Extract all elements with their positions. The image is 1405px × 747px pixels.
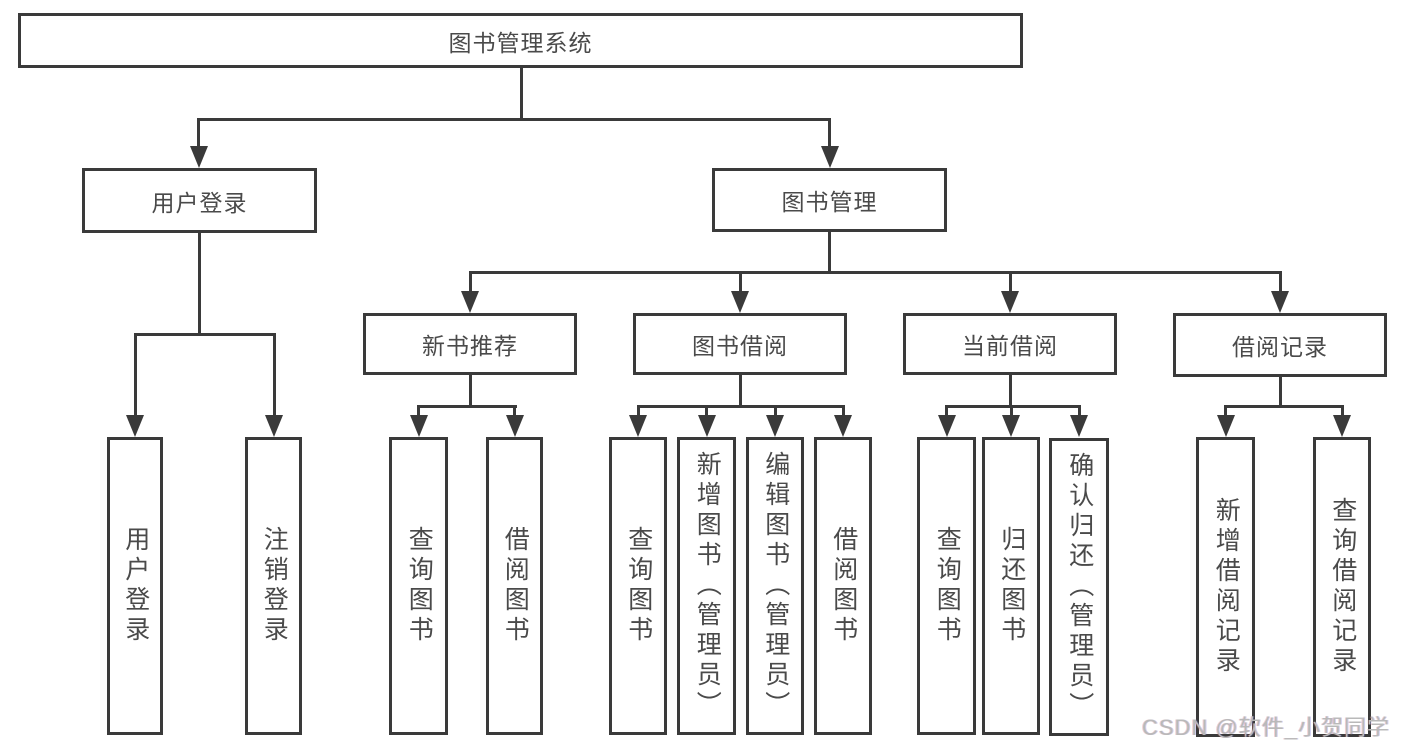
connector-line [134, 333, 276, 336]
connector-line [198, 233, 201, 336]
node-book-management-label: 图书管理 [781, 189, 878, 215]
connector-line [197, 118, 200, 148]
connector-line [469, 271, 1282, 274]
leaf-bb-borrow-books-label: 借阅图书 [829, 526, 858, 646]
arrowhead-icon [1271, 291, 1289, 313]
connector-line [1008, 271, 1012, 293]
arrowhead-icon [834, 415, 852, 437]
arrowhead-icon [731, 291, 749, 313]
connector-line [1278, 271, 1282, 293]
arrowhead-icon [1002, 415, 1020, 437]
leaf-nb-borrow-books-label: 借阅图书 [501, 526, 530, 646]
leaf-bb-add-books-admin-label: 新增图书（管理员） [693, 451, 722, 721]
node-new-book-recommend: 新书推荐 [363, 313, 577, 375]
connector-line [738, 271, 742, 293]
node-new-book-recommend-label: 新书推荐 [422, 333, 518, 359]
node-current-borrowing-label: 当前借阅 [962, 333, 1058, 359]
arrowhead-icon [937, 415, 956, 437]
connector-line [133, 333, 137, 417]
leaf-bb-query-books: 查询图书 [609, 437, 667, 735]
leaf-cb-confirm-return-admin-label: 确认归还（管理员） [1065, 452, 1094, 722]
leaf-nb-borrow-books: 借阅图书 [486, 437, 543, 735]
node-book-borrowing-label: 图书借阅 [692, 333, 788, 359]
node-root: 图书管理系统 [18, 13, 1023, 68]
leaf-br-query-record: 查询借阅记录 [1313, 437, 1371, 737]
connector-line [945, 405, 1081, 408]
arrowhead-icon [820, 146, 839, 168]
arrowhead-icon [409, 415, 428, 437]
leaf-user-login-label: 用户登录 [121, 526, 150, 646]
connector-line [417, 405, 517, 408]
arrowhead-icon [697, 415, 716, 437]
node-user-login-label: 用户登录 [151, 189, 248, 216]
leaf-br-query-record-label: 查询借阅记录 [1328, 497, 1357, 677]
leaf-br-add-record: 新增借阅记录 [1196, 437, 1255, 737]
connector-line [1224, 405, 1227, 418]
arrowhead-icon [505, 415, 524, 437]
leaf-nb-query-books: 查询图书 [389, 437, 448, 735]
connector-line [272, 333, 276, 417]
connector-line [417, 405, 420, 418]
leaf-br-add-record-label: 新增借阅记录 [1212, 497, 1241, 677]
connector-line [705, 405, 708, 418]
arrowhead-icon [1001, 291, 1019, 313]
leaf-bb-borrow-books: 借阅图书 [814, 437, 872, 735]
connector-line [738, 375, 742, 408]
leaf-logout-label: 注销登录 [260, 526, 289, 646]
leaf-bb-add-books-admin: 新增图书（管理员） [677, 437, 736, 735]
leaf-nb-query-books-label: 查询图书 [405, 526, 434, 646]
connector-line [520, 68, 523, 119]
connector-line [636, 405, 640, 418]
node-book-management: 图书管理 [712, 168, 947, 232]
leaf-cb-return-books-label: 归还图书 [997, 526, 1026, 646]
arrowhead-icon [1070, 415, 1088, 437]
connector-line [468, 375, 472, 408]
arrowhead-icon [1216, 415, 1235, 437]
arrowhead-icon [126, 415, 144, 437]
leaf-logout: 注销登录 [245, 437, 302, 735]
connector-line [945, 405, 948, 418]
connector-line [828, 232, 831, 274]
leaf-cb-confirm-return-admin: 确认归还（管理员） [1049, 438, 1109, 736]
leaf-bb-query-books-label: 查询图书 [624, 526, 653, 646]
connector-line [828, 118, 831, 148]
arrowhead-icon [265, 415, 283, 437]
arrowhead-icon [189, 146, 208, 168]
connector-line [841, 405, 845, 418]
node-root-label: 图书管理系统 [448, 29, 593, 56]
connector-line [1008, 375, 1012, 408]
watermark: CSDN @软件_小贺同学 [1141, 715, 1390, 740]
leaf-cb-query-books: 查询图书 [917, 437, 976, 735]
leaf-cb-return-books: 归还图书 [982, 437, 1040, 735]
connector-line [513, 405, 516, 418]
arrowhead-icon [766, 415, 784, 437]
node-borrowing-records: 借阅记录 [1173, 313, 1387, 377]
node-user-login: 用户登录 [82, 168, 317, 233]
connector-line [1009, 405, 1013, 418]
leaf-cb-query-books-label: 查询图书 [933, 526, 962, 646]
connector-line [637, 405, 845, 408]
leaf-bb-edit-books-admin-label: 编辑图书（管理员） [761, 451, 790, 721]
connector-line [1077, 405, 1081, 418]
leaf-bb-edit-books-admin: 编辑图书（管理员） [746, 437, 804, 735]
arrowhead-icon [461, 291, 479, 313]
connector-line [1340, 405, 1344, 418]
arrowhead-icon [629, 415, 647, 437]
node-book-borrowing: 图书借阅 [633, 313, 847, 375]
connector-line [1278, 377, 1282, 408]
connector-line [773, 405, 777, 418]
connector-line [197, 118, 831, 121]
connector-line [1224, 405, 1344, 408]
leaf-user-login: 用户登录 [107, 437, 163, 735]
arrowhead-icon [1333, 415, 1351, 437]
node-borrowing-records-label: 借阅记录 [1232, 334, 1328, 360]
connector-line [468, 271, 472, 293]
node-current-borrowing: 当前借阅 [903, 313, 1117, 375]
